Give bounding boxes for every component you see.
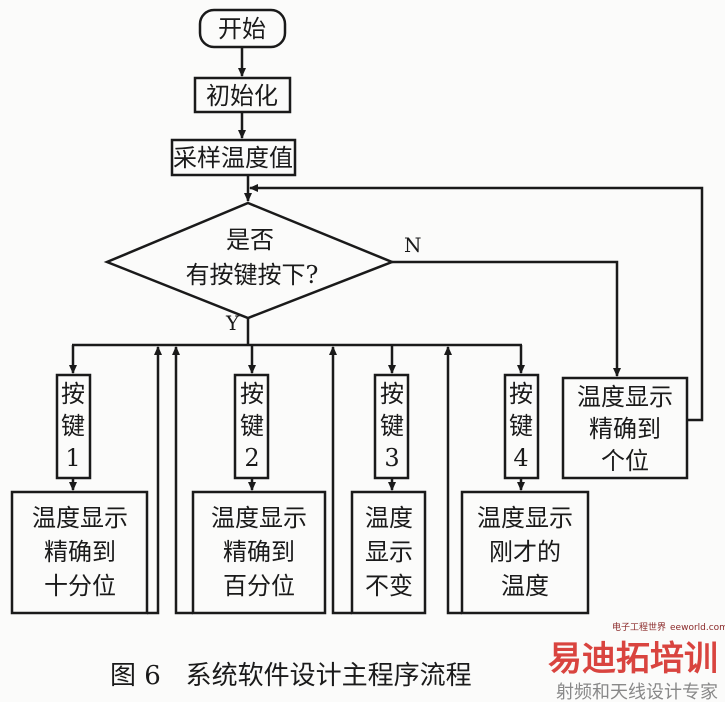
no-key-action-line1: 温度显示 <box>577 383 673 411</box>
return-arrow-3 <box>329 346 352 615</box>
loop-back-arrow <box>249 184 704 422</box>
key3-action-box <box>350 490 427 615</box>
key4-action-3: 温度 <box>501 572 549 600</box>
key1-label-2: 键 <box>61 412 85 440</box>
start-label: 开始 <box>218 15 266 43</box>
sample-box <box>170 138 297 177</box>
key1-label-1: 按 <box>61 380 85 408</box>
key2-action-3: 百分位 <box>223 572 295 600</box>
key2-label-3: 2 <box>244 444 259 472</box>
no-key-action-line3: 个位 <box>601 447 649 475</box>
key2-action-2: 精确到 <box>223 538 295 566</box>
key1-action-1: 温度显示 <box>32 504 128 532</box>
key2-action-1: 温度显示 <box>211 504 307 532</box>
key1-action-2: 精确到 <box>44 538 116 566</box>
no-key-action-line2: 精确到 <box>589 415 661 443</box>
decision-line2: 有按键按下? <box>186 261 319 289</box>
sample-label: 采样温度值 <box>173 144 293 172</box>
yes-label: Y <box>225 311 240 335</box>
return-arrow-4 <box>444 346 462 615</box>
watermark-site: eeworld.com.cn <box>670 623 725 633</box>
key3-label-1: 按 <box>380 380 404 408</box>
key1-action-3: 十分位 <box>44 572 116 600</box>
watermark-site-cn: 电子工程世界 <box>612 621 666 633</box>
no-key-action-box <box>561 376 689 480</box>
figure-caption: 图 6 系统软件设计主程序流程 <box>110 661 472 691</box>
return-arrow-2 <box>172 346 193 615</box>
key4-label-2: 键 <box>509 412 533 440</box>
key4-action-box <box>460 490 590 615</box>
key4-action-2: 刚才的 <box>489 538 561 566</box>
key4-label-3: 4 <box>513 444 528 472</box>
watermark-sub: 射频和天线设计专家 <box>556 682 718 702</box>
key3-label-3: 3 <box>384 444 399 472</box>
key4-label-1: 按 <box>509 380 533 408</box>
key3-action-1: 温度 <box>365 504 413 532</box>
key3-label-2: 键 <box>380 412 404 440</box>
decision-line1: 是否 <box>226 226 274 254</box>
key1-action-box <box>10 490 149 615</box>
key3-action-3: 不变 <box>365 572 413 600</box>
init-label: 初始化 <box>206 82 278 110</box>
watermark: 电子工程世界 eeworld.com.cn 易迪拓培训 射频和天线设计专家 <box>548 621 725 702</box>
key2-label-2: 键 <box>240 412 264 440</box>
key2-action-box <box>191 490 327 615</box>
key2-label-1: 按 <box>240 380 264 408</box>
return-arrow-1 <box>147 346 162 615</box>
key4-action-1: 温度显示 <box>477 504 573 532</box>
no-label: N <box>404 233 422 257</box>
watermark-main: 易迪拓培训 <box>548 639 718 679</box>
key3-action-2: 显示 <box>365 538 413 566</box>
arrow-no-branch <box>392 260 621 377</box>
key1-label-3: 1 <box>65 444 80 472</box>
